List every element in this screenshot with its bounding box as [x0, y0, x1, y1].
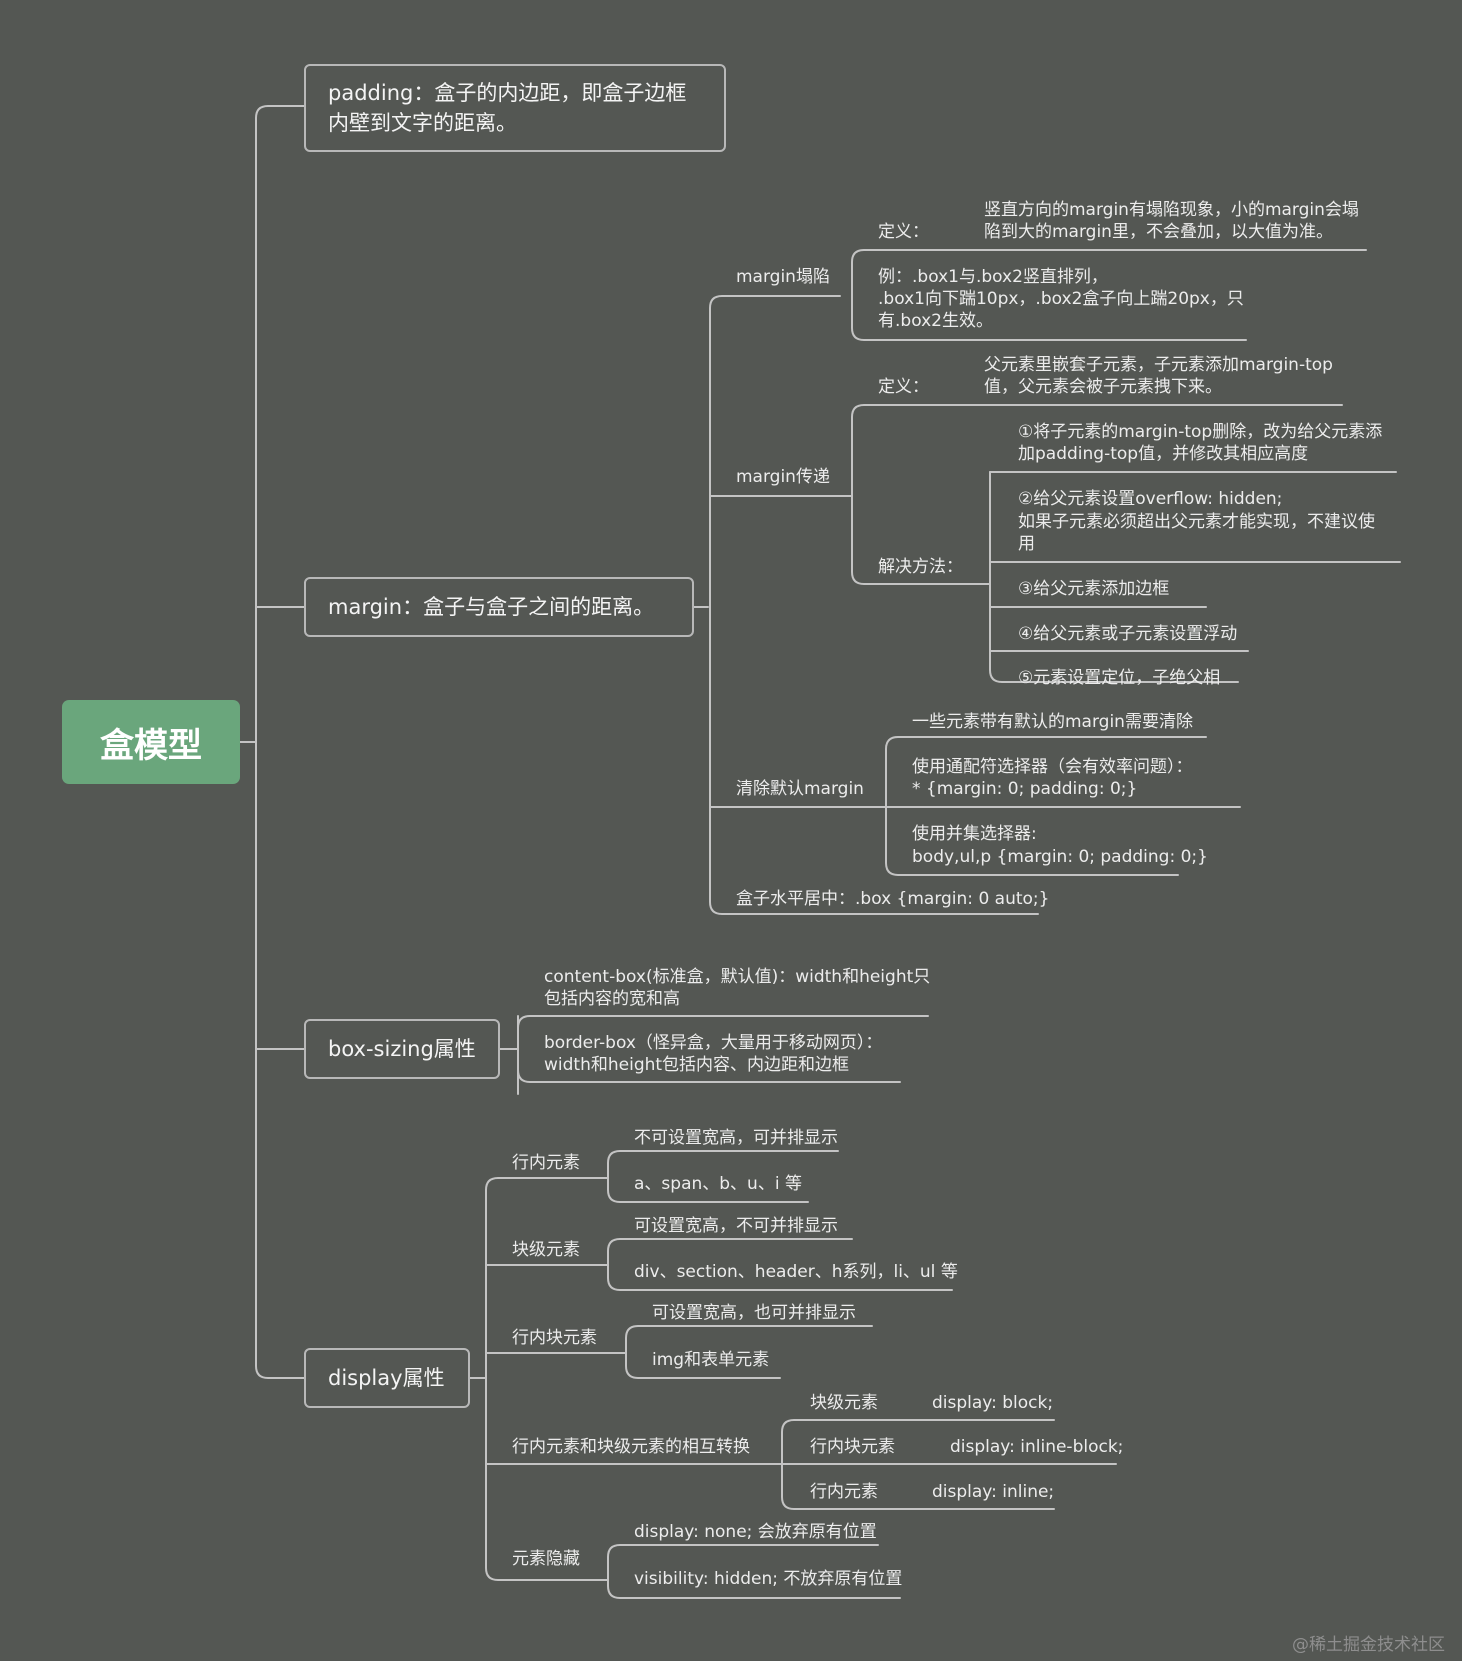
display-node[interactable]: display属性 [304, 1348, 470, 1408]
convert-row-1-label: 块级元素 [810, 1393, 878, 1413]
border-box-line-1: border-box（怪异盒，大量用于移动网页）： [544, 1033, 883, 1053]
solution-2-line-1: ②给父元素设置overflow: hidden; [1018, 489, 1283, 509]
root-label: 盒模型 [100, 725, 202, 766]
transfer-def-line-1: 父元素里嵌套子元素，子元素添加margin-top [984, 355, 1333, 375]
clear-item-1: 一些元素带有默认的margin需要清除 [912, 712, 1193, 732]
clear-item-2-line-1: 使用通配符选择器（会有效率问题）： [912, 757, 1193, 777]
solution-3: ③给父元素添加边框 [1018, 579, 1170, 599]
solution-2-line-2: 如果子元素必须超出父元素才能实现，不建议使 [1018, 512, 1375, 532]
solution-2-line-3: 用 [1018, 534, 1035, 554]
hide-element-label[interactable]: 元素隐藏 [512, 1549, 580, 1569]
clear-item-2-line-2: * {margin: 0; padding: 0;} [912, 779, 1138, 799]
padding-node[interactable]: padding：盒子的内边距，即盒子边框 内壁到文字的距离。 [304, 64, 726, 152]
convert-row-1-value: display: block; [932, 1393, 1054, 1413]
watermark: @稀土掘金技术社区 [1292, 1635, 1445, 1655]
collapse-def-line-2: 陷到大的margin里，不会叠加，以大值为准。 [984, 222, 1333, 242]
solution-1-line-2: 加padding-top值，并修改其相应高度 [1018, 444, 1309, 464]
solution-5: ⑤元素设置定位，子绝父相 [1018, 668, 1221, 688]
hide-item-2: visibility: hidden; 不放弃原有位置 [634, 1569, 903, 1589]
convert-row-3-value: display: inline; [932, 1482, 1055, 1502]
inline-block-element-label[interactable]: 行内块元素 [512, 1328, 597, 1348]
block-element-label[interactable]: 块级元素 [512, 1240, 580, 1260]
block-item-1: 可设置宽高，不可并排显示 [634, 1216, 838, 1236]
inline-element-label[interactable]: 行内元素 [512, 1153, 580, 1173]
display-label: display属性 [328, 1366, 445, 1390]
border-box-line-2: width和height包括内容、内边距和边框 [544, 1055, 850, 1075]
transfer-def-label: 定义： [878, 377, 929, 397]
content-box-line-2: 包括内容的宽和高 [544, 989, 680, 1009]
center-box-label[interactable]: 盒子水平居中：.box {margin: 0 auto;} [736, 889, 1050, 909]
inline-block-item-1: 可设置宽高，也可并排显示 [652, 1303, 856, 1323]
solution-1-line-1: ①将子元素的margin-top删除，改为给父元素添 [1018, 422, 1383, 442]
root-node[interactable]: 盒模型 [62, 700, 240, 784]
collapse-def-line-1: 竖直方向的margin有塌陷现象，小的margin会塌 [984, 200, 1359, 220]
collapse-example-line-2: .box1向下踹10px，.box2盒子向上踹20px，只 [878, 289, 1244, 309]
clear-item-3-line-1: 使用并集选择器: [912, 824, 1037, 844]
solution-4: ④给父元素或子元素设置浮动 [1018, 624, 1238, 644]
transfer-solution-label: 解决方法： [878, 557, 963, 577]
convert-row-2-value: display: inline-block; [950, 1437, 1124, 1457]
convert-label[interactable]: 行内元素和块级元素的相互转换 [512, 1437, 750, 1457]
margin-transfer-label[interactable]: margin传递 [736, 467, 830, 487]
collapse-example-line-1: 例：.box1与.box2竖直排列， [878, 267, 1108, 287]
convert-row-3-label: 行内元素 [810, 1482, 878, 1502]
padding-line-1: padding：盒子的内边距，即盒子边框 [328, 81, 687, 105]
inline-item-2: a、span、b、u、i 等 [634, 1174, 802, 1194]
clear-margin-label[interactable]: 清除默认margin [736, 779, 864, 799]
inline-block-item-2: img和表单元素 [652, 1350, 770, 1370]
collapse-example-line-3: 有.box2生效。 [878, 311, 993, 331]
padding-line-2: 内壁到文字的距离。 [328, 111, 517, 135]
transfer-def-line-2: 值，父元素会被子元素拽下来。 [984, 377, 1222, 397]
hide-item-1: display: none; 会放弃原有位置 [634, 1522, 877, 1542]
convert-row-2-label: 行内块元素 [810, 1437, 895, 1457]
content-box-line-1: content-box(标准盒，默认值)：width和height只 [544, 967, 931, 987]
margin-label: margin：盒子与盒子之间的距离。 [328, 595, 655, 619]
inline-item-1: 不可设置宽高，可并排显示 [634, 1128, 838, 1148]
block-item-2: div、section、header、h系列，li、ul 等 [634, 1262, 958, 1282]
margin-collapse-label[interactable]: margin塌陷 [736, 267, 830, 287]
collapse-def-label: 定义： [878, 222, 929, 242]
box-sizing-label: box-sizing属性 [328, 1037, 476, 1061]
box-sizing-node[interactable]: box-sizing属性 [304, 1019, 500, 1079]
margin-node[interactable]: margin：盒子与盒子之间的距离。 [304, 577, 694, 637]
clear-item-3-line-2: body,ul,p {margin: 0; padding: 0;} [912, 847, 1208, 867]
